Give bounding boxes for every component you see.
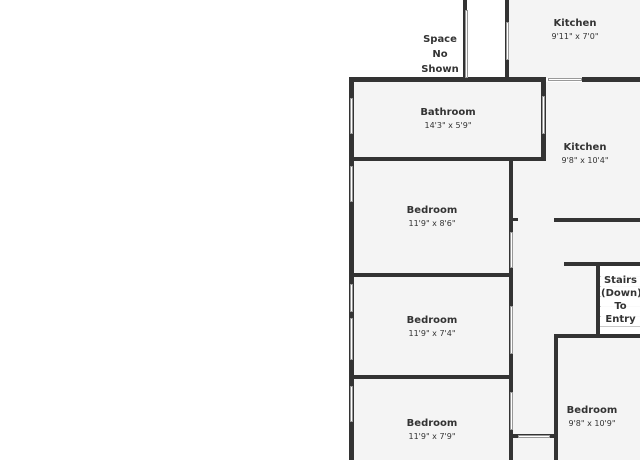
wall	[349, 77, 354, 460]
room-name: Bedroom	[406, 205, 458, 216]
room-dimensions: 11'9" x 8'6"	[408, 218, 456, 228]
wall	[513, 218, 518, 221]
room-name: Kitchen	[553, 18, 597, 29]
kitchen-top-floor	[508, 0, 640, 78]
main-floor	[354, 82, 640, 460]
window	[518, 435, 550, 438]
stairs-line-4: Entry	[605, 314, 636, 325]
space-not-shown-label: Space No Shown	[410, 32, 470, 77]
wall	[349, 375, 513, 379]
window	[350, 386, 353, 422]
room-dimensions: 11'9" x 7'9"	[408, 431, 456, 441]
window	[510, 392, 513, 430]
space-line-3: Shown	[421, 64, 459, 75]
room-name: Kitchen	[563, 142, 607, 153]
room-dimensions: 11'9" x 7'4"	[408, 328, 456, 338]
stairs-line-2: (Down)	[601, 288, 640, 299]
window	[350, 166, 353, 202]
stairs-line-3: To	[614, 301, 627, 312]
room-dimensions: 9'8" x 10'4"	[561, 155, 609, 165]
wall	[554, 218, 640, 222]
room-name: Bedroom	[566, 405, 618, 416]
window	[350, 98, 353, 134]
space-line-2: No	[432, 49, 448, 60]
room-name: Bedroom	[406, 418, 458, 429]
wall	[582, 77, 640, 82]
window	[506, 22, 509, 60]
window	[548, 78, 582, 81]
stairs-label: Stairs (Down) To Entry	[601, 274, 640, 326]
window	[542, 96, 545, 134]
wall	[554, 334, 558, 460]
window	[510, 232, 513, 268]
wall	[564, 262, 640, 266]
window	[350, 318, 353, 360]
kitchen-main-label: Kitchen 9'8" x 10'4"	[540, 142, 630, 165]
room-name: Bathroom	[420, 107, 476, 118]
bedroom-4-label: Bedroom 9'8" x 10'9"	[556, 405, 628, 428]
window	[465, 10, 468, 78]
bedroom-2-label: Bedroom 11'9" x 7'4"	[372, 315, 492, 338]
wall	[349, 157, 546, 161]
window	[510, 306, 513, 354]
space-line-1: Space	[423, 34, 457, 45]
bathroom-label: Bathroom 14'3" x 5'9"	[378, 107, 518, 130]
kitchen-top-label: Kitchen 9'11" x 7'0"	[520, 18, 630, 41]
wall	[596, 262, 600, 338]
room-dimensions: 9'11" x 7'0"	[551, 31, 599, 41]
room-dimensions: 14'3" x 5'9"	[424, 120, 472, 130]
room-name: Bedroom	[406, 315, 458, 326]
window	[350, 284, 353, 312]
wall	[349, 77, 546, 82]
bedroom-3-label: Bedroom 11'9" x 7'9"	[372, 418, 492, 441]
room-dimensions: 9'8" x 10'9"	[568, 418, 616, 428]
stairs-line-1: Stairs	[603, 275, 638, 286]
wall	[349, 273, 513, 277]
bedroom-1-label: Bedroom 11'9" x 8'6"	[372, 205, 492, 228]
wall	[554, 334, 640, 338]
